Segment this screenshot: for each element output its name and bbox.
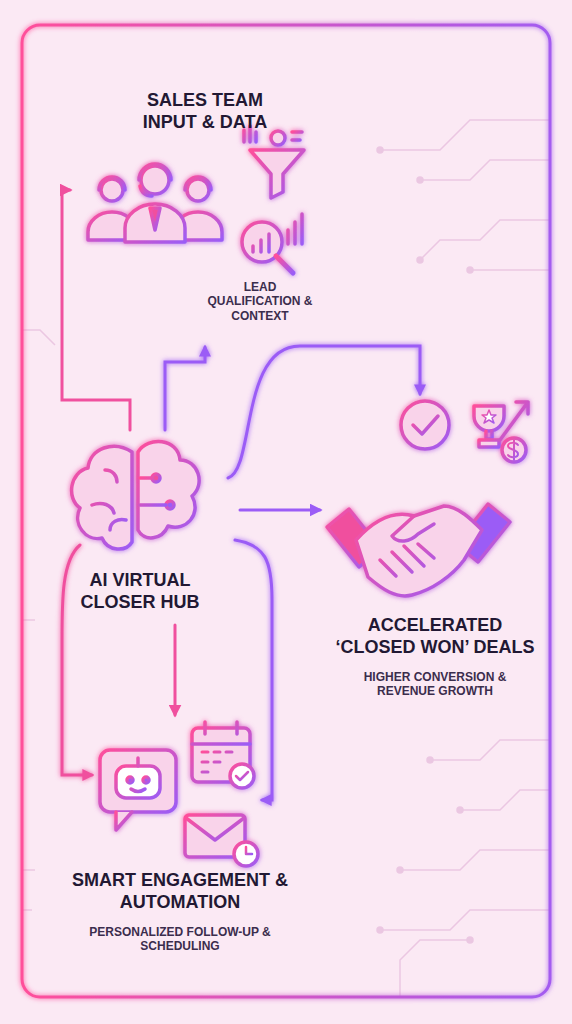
node-subtitle: LEAD QUALIFICATION & CONTEXT xyxy=(205,280,315,323)
flow-lines xyxy=(62,346,420,800)
result-node: ACCELERATED ‘CLOSED WON’ DEALS HIGHER CON… xyxy=(320,390,550,710)
frame xyxy=(22,25,550,997)
node-subtitle: HIGHER CONVERSION & REVENUE GROWTH xyxy=(345,670,525,699)
hub-title: AI VIRTUAL CLOSER HUB xyxy=(65,570,215,613)
node-title: SMART ENGAGEMENT & AUTOMATION xyxy=(65,870,295,913)
people-icon xyxy=(88,164,222,242)
magnifier-icon xyxy=(242,214,302,273)
funnel-icon xyxy=(244,126,304,198)
flow-arrow xyxy=(62,190,130,430)
envelope-icon xyxy=(185,815,258,866)
chatbot-icon xyxy=(100,750,176,830)
engagement-node: SMART ENGAGEMENT & AUTOMATION PERSONALIZE… xyxy=(40,715,340,965)
node-subtitle: PERSONALIZED FOLLOW-UP & SCHEDULING xyxy=(70,925,290,954)
node-title: ACCELERATED ‘CLOSED WON’ DEALS xyxy=(330,615,540,658)
calendar-icon xyxy=(192,722,254,788)
check-icon xyxy=(401,401,449,449)
trophy-icon xyxy=(474,402,528,462)
flow-arrow xyxy=(174,625,177,715)
input-node: SALES TEAM INPUT & DATA LEAD QUALIFICATIO… xyxy=(70,80,340,335)
handshake-icon xyxy=(327,504,510,596)
brain-cloud-icon xyxy=(72,442,200,550)
hub-node: AI VIRTUAL CLOSER HUB xyxy=(40,430,240,625)
node-title: SALES TEAM INPUT & DATA xyxy=(130,90,280,133)
flow-arrow xyxy=(240,509,320,512)
circuit-traces xyxy=(22,120,550,997)
